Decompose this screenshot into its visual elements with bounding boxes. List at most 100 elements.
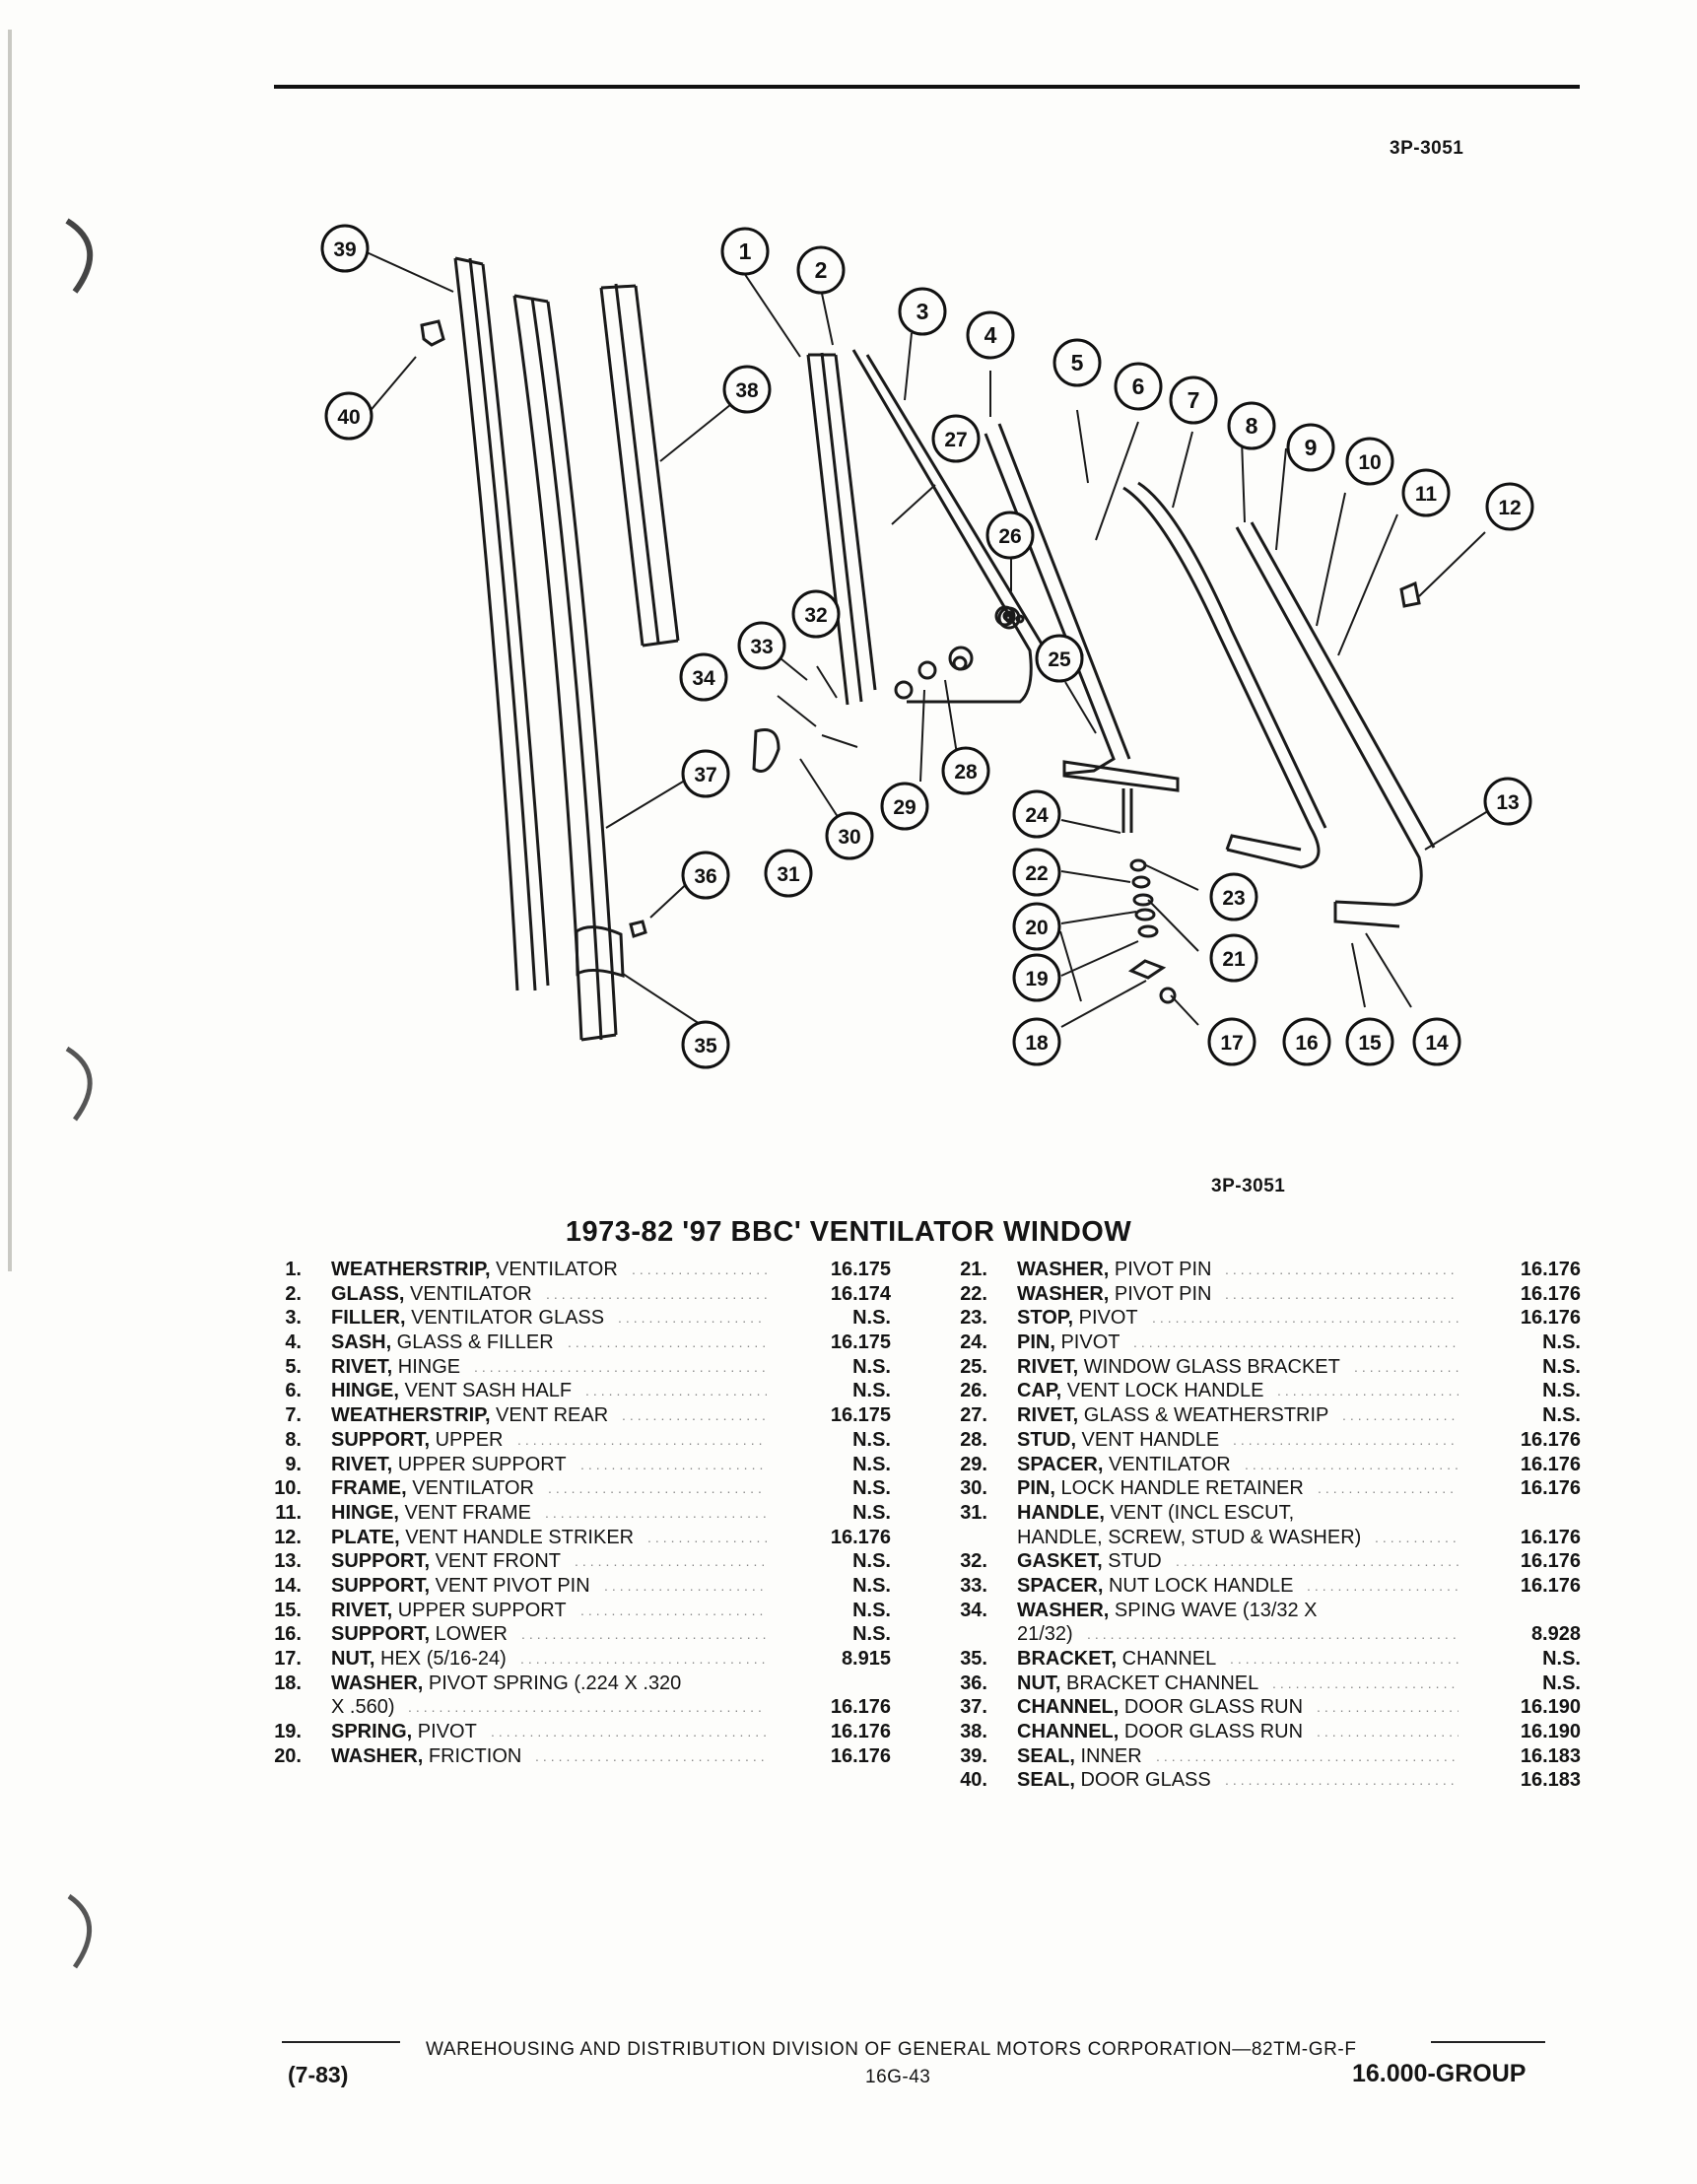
- part-group-code: 16.176: [1520, 1574, 1581, 1597]
- callout-circle: [966, 310, 1015, 360]
- part-name-bold: RIVET,: [331, 1453, 393, 1475]
- callout-number: 2: [815, 257, 828, 283]
- part-group-code: N.S.: [1542, 1331, 1581, 1354]
- callout-number: 35: [694, 1035, 717, 1058]
- part-bracket-nut: [629, 920, 647, 938]
- callout-37: 37: [681, 749, 730, 798]
- part-name-detail: HANDLE, SCREW, STUD & WASHER): [1017, 1526, 1362, 1548]
- part-name: SUPPORT, VENT PIVOT PIN: [331, 1574, 590, 1599]
- dot-leader: ........................................…: [575, 1553, 767, 1570]
- callout-number: 30: [838, 826, 860, 849]
- part-number: 31.: [960, 1501, 987, 1524]
- part-run-channel: [512, 294, 618, 1042]
- part-number: 19.: [274, 1721, 302, 1743]
- part-name-bold: WASHER,: [1017, 1259, 1110, 1280]
- callout-circle: [320, 224, 370, 273]
- part-name-detail: UPPER SUPPORT: [392, 1599, 567, 1621]
- part-name: CAP, VENT LOCK HANDLE: [1017, 1379, 1263, 1403]
- callout-circle: [1035, 634, 1084, 683]
- part-name: WEATHERSTRIP, VENT REAR: [331, 1403, 608, 1428]
- callout-18: 18: [1012, 1017, 1061, 1066]
- part-name: HINGE, VENT FRAME: [331, 1501, 531, 1526]
- callout-number: 23: [1222, 887, 1245, 910]
- part-name: STUD, VENT HANDLE: [1017, 1428, 1219, 1453]
- part-group-code: 16.183: [1520, 1769, 1581, 1792]
- part-name: BRACKET, CHANNEL: [1017, 1647, 1216, 1672]
- part-name: 21/32): [1017, 1622, 1073, 1647]
- callout-39: 39: [320, 224, 370, 273]
- dot-leader: ........................................…: [474, 1358, 767, 1375]
- callout-13: 13: [1483, 777, 1532, 826]
- callout-16: 16: [1282, 1017, 1331, 1066]
- dot-leader: ........................................…: [1277, 1383, 1459, 1399]
- part-name-detail: VENT FRAME: [398, 1501, 531, 1524]
- part-name-bold: SUPPORT,: [331, 1623, 431, 1646]
- callout-layer: 1234567891011121314151617181920212223242…: [320, 224, 1534, 1069]
- callout-circle: [1209, 872, 1258, 921]
- part-name: RIVET, UPPER SUPPORT: [331, 1453, 567, 1477]
- dot-leader: ........................................…: [604, 1577, 767, 1594]
- part-inner-seal: [453, 256, 550, 991]
- part-name: RIVET, WINDOW GLASS BRACKET: [1017, 1355, 1340, 1380]
- part-name-bold: NUT,: [1017, 1672, 1061, 1694]
- part-group-code: 16.176: [1520, 1259, 1581, 1280]
- part-name: FILLER, VENTILATOR GLASS: [331, 1306, 604, 1331]
- part-row: HANDLE, SCREW, STUD & WASHER)16.176.....…: [948, 1526, 1581, 1550]
- callout-circle: [324, 391, 373, 441]
- part-name-detail: X .560): [331, 1696, 395, 1719]
- callout-15: 15: [1345, 1017, 1394, 1066]
- callout-number: 18: [1025, 1032, 1049, 1055]
- part-name-bold: PIN,: [1017, 1477, 1055, 1500]
- callout-25: 25: [1035, 634, 1084, 683]
- part-name-detail: INNER: [1074, 1744, 1142, 1767]
- part-number: 5.: [285, 1355, 302, 1378]
- part-name-bold: WEATHERSTRIP,: [331, 1259, 491, 1280]
- callout-circle: [681, 1020, 730, 1069]
- dot-leader: ........................................…: [535, 1747, 767, 1764]
- dot-leader: ........................................…: [545, 1504, 767, 1521]
- callout-38: 38: [722, 365, 772, 414]
- part-sash-frame: [851, 349, 1131, 776]
- part-group-code: 16.190: [1520, 1721, 1581, 1743]
- callout-1: 1: [720, 227, 770, 276]
- part-name-bold: NUT,: [331, 1648, 375, 1670]
- part-name: X .560): [331, 1695, 394, 1720]
- part-name-detail: VENT (INCL ESCUT,: [1104, 1501, 1295, 1524]
- part-name-bold: PIN,: [1017, 1331, 1055, 1354]
- part-name-detail: PIVOT: [1073, 1307, 1138, 1330]
- part-name-detail: CHANNEL: [1117, 1648, 1217, 1670]
- part-group-code: 16.176: [830, 1526, 891, 1548]
- part-name-detail: LOWER: [430, 1623, 508, 1646]
- callout-circle: [1114, 362, 1163, 411]
- part-name: NUT, HEX (5/16-24): [331, 1647, 507, 1672]
- dot-leader: ........................................…: [1375, 1529, 1459, 1545]
- callout-circle: [1012, 1017, 1061, 1066]
- part-name: PIN, LOCK HANDLE RETAINER: [1017, 1476, 1304, 1501]
- callout-2: 2: [796, 245, 846, 295]
- part-name-bold: RIVET,: [1017, 1404, 1079, 1427]
- callout-number: 13: [1496, 791, 1519, 814]
- part-name: WASHER, FRICTION: [331, 1744, 521, 1769]
- dot-leader: ........................................…: [1272, 1674, 1459, 1691]
- dot-leader: ........................................…: [1087, 1626, 1459, 1643]
- part-door-glass-seal: [420, 319, 445, 347]
- callout-number: 6: [1132, 374, 1145, 399]
- callout-33: 33: [737, 621, 786, 670]
- part-group-code: N.S.: [852, 1380, 891, 1402]
- callout-number: 8: [1246, 413, 1258, 439]
- part-group-code: 16.175: [830, 1404, 891, 1427]
- part-name-bold: RIVET,: [331, 1355, 393, 1378]
- callout-circle: [1207, 1017, 1256, 1066]
- header-rule: [274, 85, 1580, 89]
- part-name-detail: PIVOT PIN: [1109, 1282, 1212, 1305]
- part-name: HANDLE, SCREW, STUD & WASHER): [1017, 1526, 1361, 1550]
- callout-circle: [985, 511, 1035, 560]
